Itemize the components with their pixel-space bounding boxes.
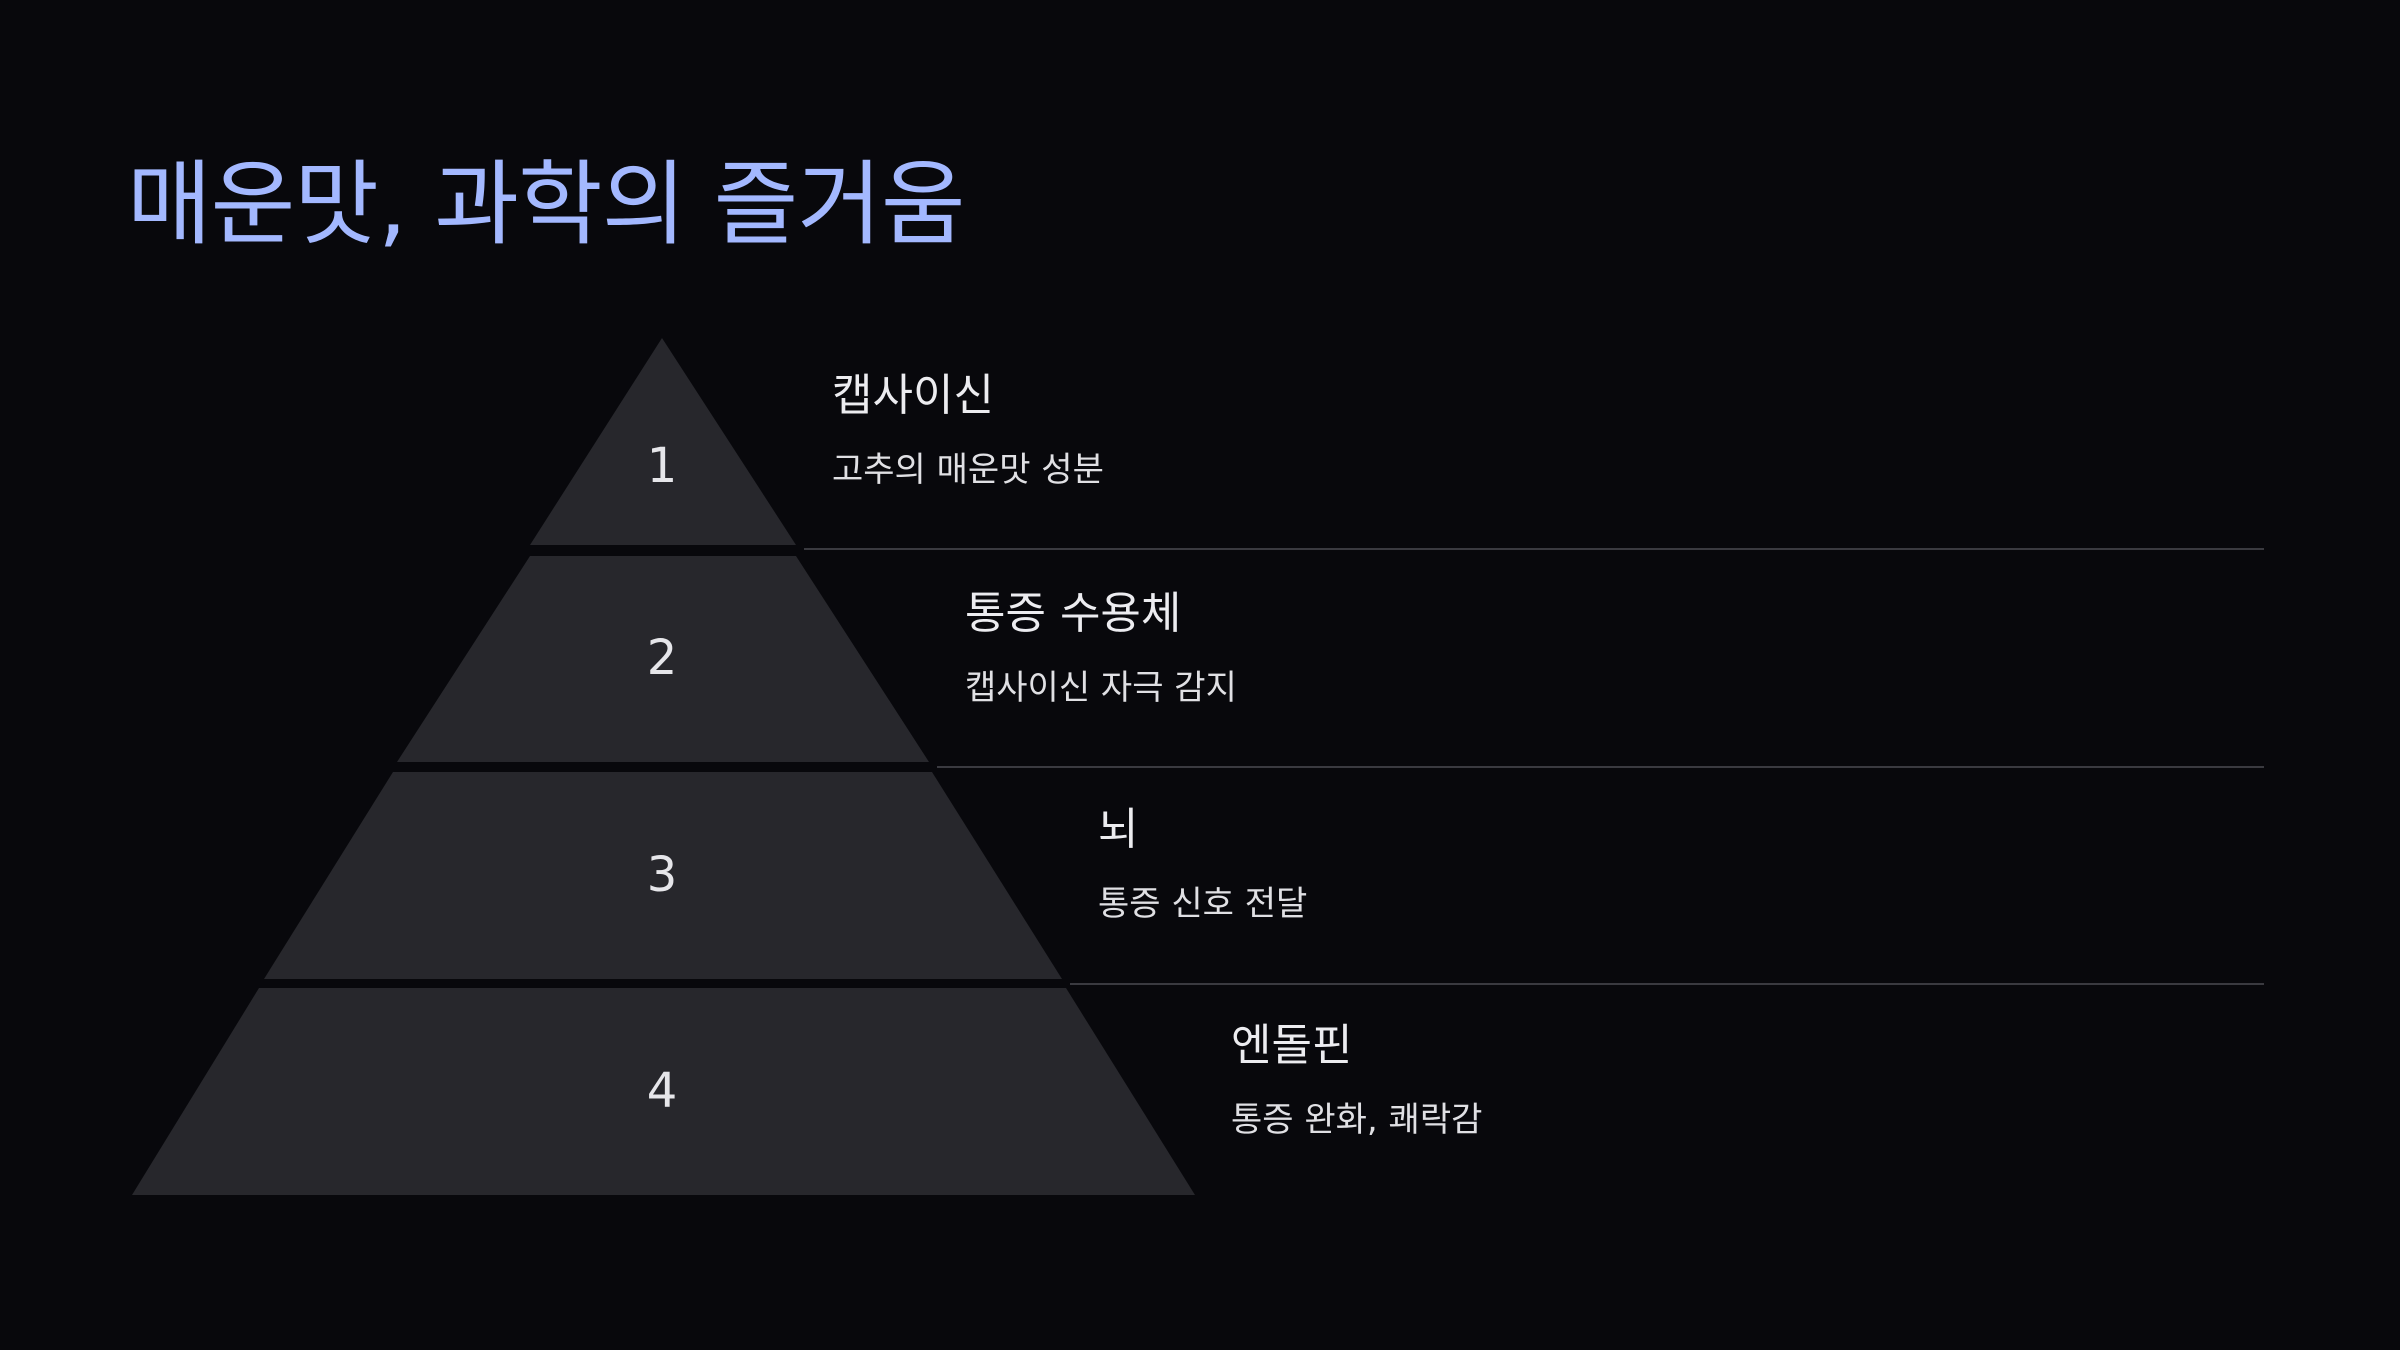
level-heading-3: 뇌 (1098, 804, 1139, 855)
level-number-1: 1 (647, 438, 678, 494)
level-number-4: 4 (647, 1063, 678, 1119)
level-heading-4: 엔돌핀 (1231, 1020, 1353, 1071)
level-number-3: 3 (647, 847, 678, 903)
slide-title: 매운맛, 과학의 즐거움 (127, 151, 965, 258)
level-label-3: 뇌 통증 신호 전달 (1098, 800, 1307, 928)
pyramid-segment-3 (264, 772, 1062, 979)
level-label-4: 엔돌핀 통증 완화, 쾌락감 (1231, 1016, 1482, 1144)
level-description-3: 통증 신호 전달 (1098, 884, 1308, 924)
pyramid-segment-4 (132, 988, 1195, 1195)
level-divider-2 (937, 766, 2264, 768)
level-number-2: 2 (647, 630, 678, 686)
level-heading-2: 통증 수용체 (965, 588, 1182, 639)
level-description-1: 고추의 매운맛 성분 (832, 450, 1104, 490)
pyramid-segment-1 (530, 338, 796, 545)
level-description-2: 캡사이신 자극 감지 (965, 668, 1237, 708)
level-label-1: 캡사이신 고추의 매운맛 성분 (832, 366, 1104, 494)
level-heading-1: 캡사이신 (832, 370, 994, 421)
level-label-2: 통증 수용체 캡사이신 자극 감지 (965, 584, 1237, 712)
level-description-4: 통증 완화, 쾌락감 (1231, 1100, 1483, 1140)
level-divider-3 (1070, 983, 2264, 985)
level-divider-1 (804, 548, 2264, 550)
pyramid-segment-2 (397, 556, 929, 762)
